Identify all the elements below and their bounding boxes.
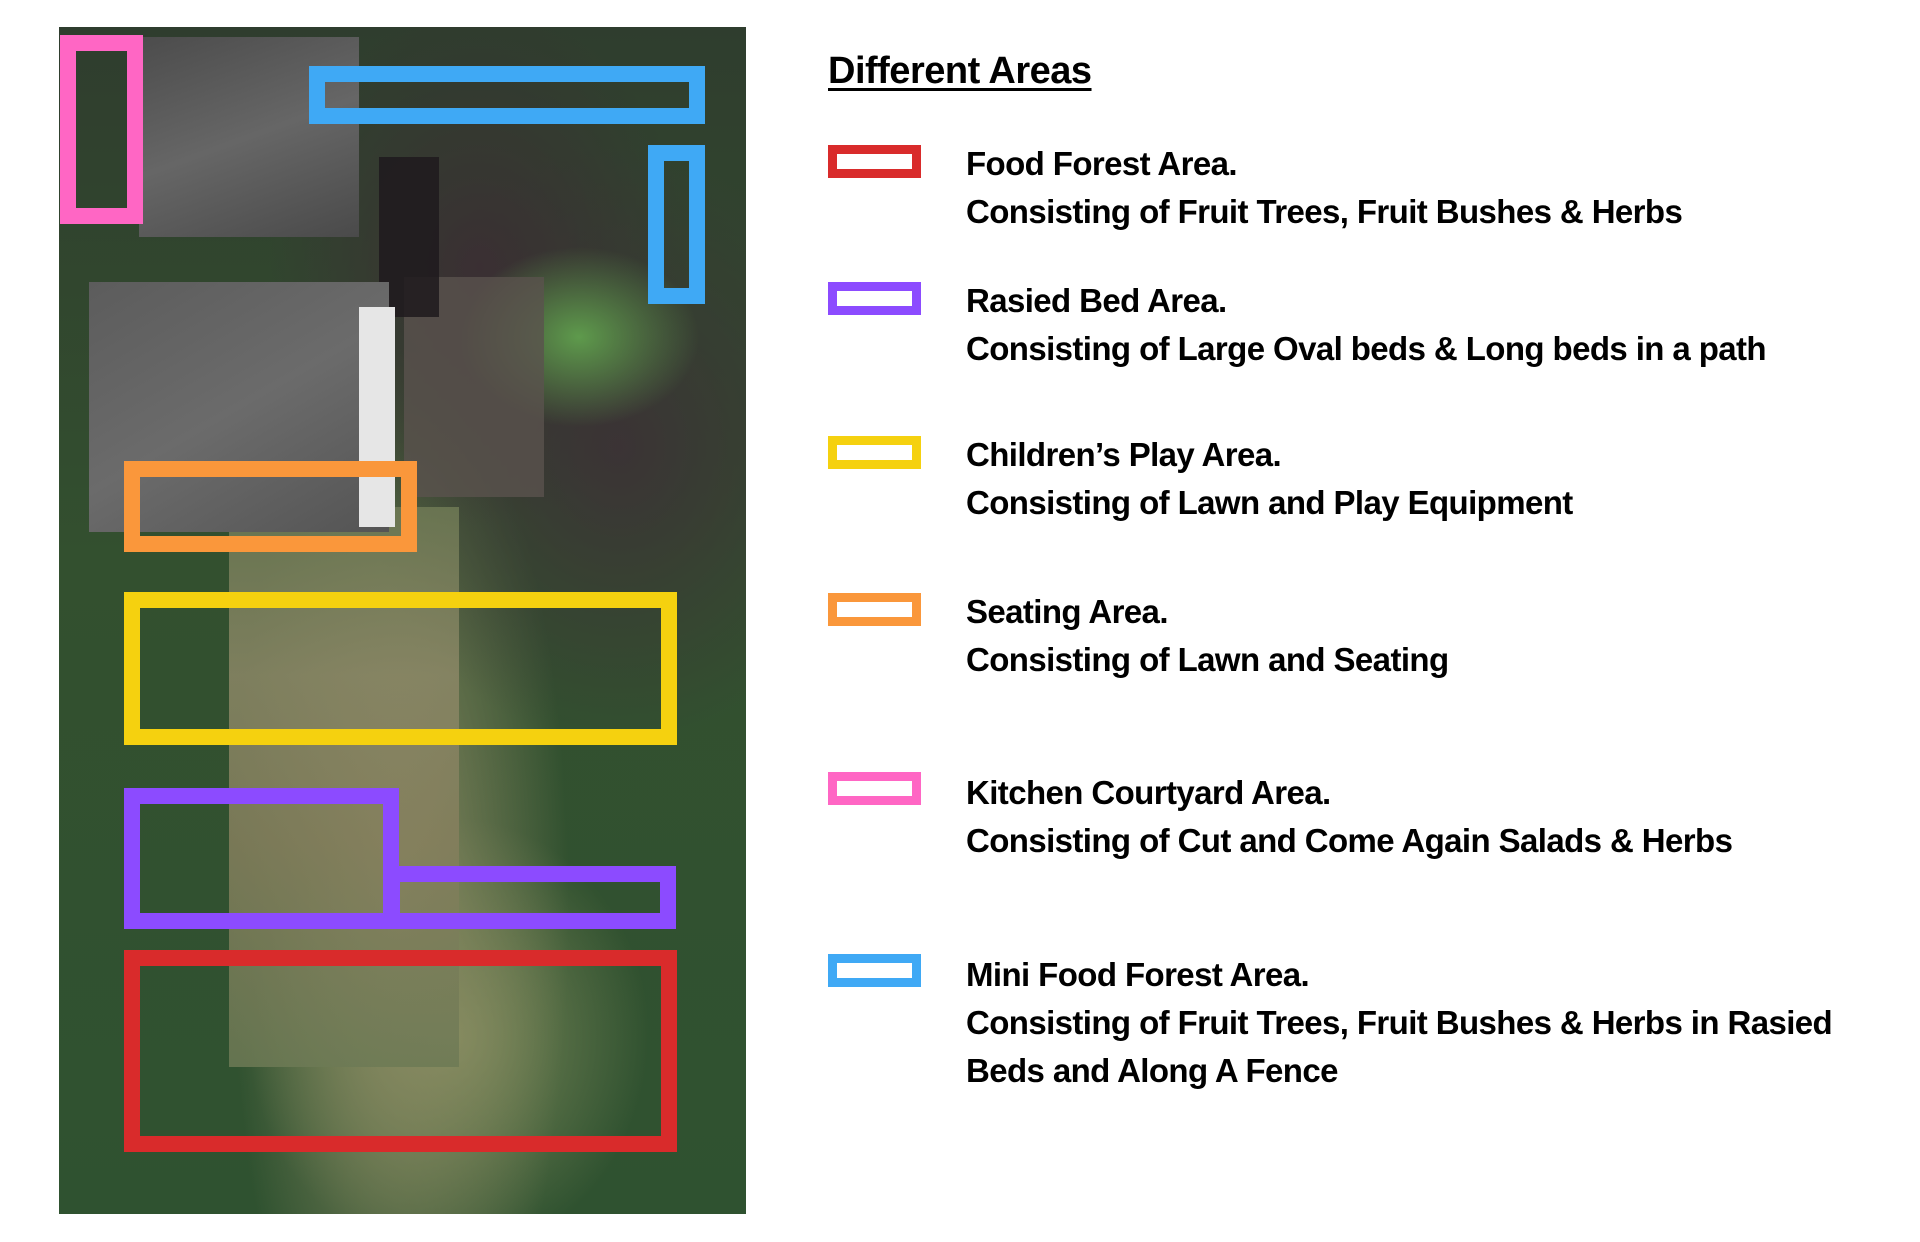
legend-entry-name: Rasied Bed Area.: [966, 282, 1227, 319]
legend-swatch-seating: [828, 593, 921, 626]
zone-raised-bed-long: [384, 866, 676, 929]
zone-childrens-play: [124, 592, 677, 745]
legend-entry-food-forest: Food Forest Area. Consisting of Fruit Tr…: [966, 140, 1683, 236]
zone-seating: [124, 461, 417, 552]
zone-food-forest: [124, 950, 677, 1152]
legend-entry-description: Consisting of Large Oval beds & Long bed…: [966, 330, 1767, 367]
legend-entry-name: Kitchen Courtyard Area.: [966, 774, 1331, 811]
legend-entry-name: Seating Area.: [966, 593, 1168, 630]
legend-title: Different Areas: [828, 50, 1092, 92]
legend-swatch-food-forest: [828, 145, 921, 178]
legend-swatch-kitchen-courtyard: [828, 772, 921, 805]
house-shadow: [379, 157, 439, 317]
legend-swatch-childrens-play: [828, 436, 921, 469]
legend-entry-description: Consisting of Lawn and Seating: [966, 641, 1449, 678]
zone-raised-bed-large: [124, 788, 399, 929]
legend-entry-childrens-play: Children’s Play Area. Consisting of Lawn…: [966, 431, 1573, 527]
zone-kitchen-courtyard: [60, 35, 143, 224]
legend-entry-name: Mini Food Forest Area.: [966, 956, 1310, 993]
legend-entry-description: Consisting of Fruit Trees, Fruit Bushes …: [966, 1004, 1833, 1041]
legend-swatch-mini-food-forest: [828, 954, 921, 987]
legend-entry-kitchen-courtyard: Kitchen Courtyard Area. Consisting of Cu…: [966, 769, 1733, 865]
zone-mini-food-forest-top: [309, 66, 705, 124]
legend-entry-mini-food-forest: Mini Food Forest Area. Consisting of Fru…: [966, 951, 1833, 1095]
legend-entry-description: Consisting of Lawn and Play Equipment: [966, 484, 1573, 521]
legend-entry-description: Consisting of Fruit Trees, Fruit Bushes …: [966, 193, 1683, 230]
zone-mini-food-forest-side: [648, 145, 705, 304]
legend-entry-raised-bed: Rasied Bed Area. Consisting of Large Ova…: [966, 277, 1767, 373]
legend-entry-description: Consisting of Cut and Come Again Salads …: [966, 822, 1733, 859]
legend-entry-name: Children’s Play Area.: [966, 436, 1282, 473]
legend-entry-name: Food Forest Area.: [966, 145, 1238, 182]
legend-entry-description-cont: Beds and Along A Fence: [966, 1052, 1338, 1089]
legend-entry-seating: Seating Area. Consisting of Lawn and Sea…: [966, 588, 1449, 684]
house-wall: [359, 307, 395, 527]
legend-swatch-raised-bed: [828, 282, 921, 315]
